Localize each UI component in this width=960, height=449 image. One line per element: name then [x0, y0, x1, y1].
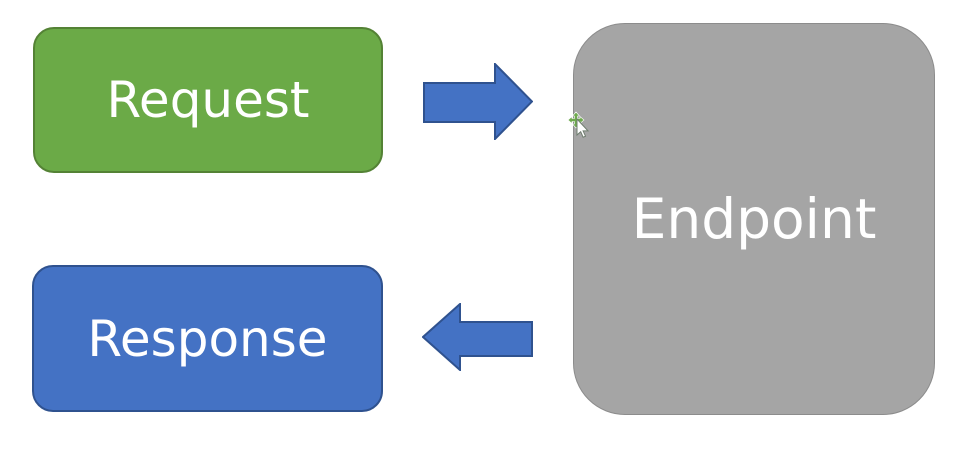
endpoint-node-label: Endpoint: [631, 186, 877, 251]
right-arrow-shape: [423, 63, 533, 140]
move-cursor-icon: [567, 111, 590, 138]
pointer-arrow-icon: [576, 117, 590, 138]
response-node-label: Response: [87, 309, 328, 368]
request-node-label: Request: [106, 71, 310, 129]
request-node[interactable]: Request: [33, 27, 383, 173]
left-arrow-shape: [422, 303, 533, 371]
left-arrow[interactable]: [422, 303, 533, 371]
endpoint-node[interactable]: Endpoint: [573, 23, 935, 415]
move-cross-icon: [567, 111, 585, 129]
right-arrow[interactable]: [423, 63, 533, 140]
response-node[interactable]: Response: [32, 265, 383, 412]
